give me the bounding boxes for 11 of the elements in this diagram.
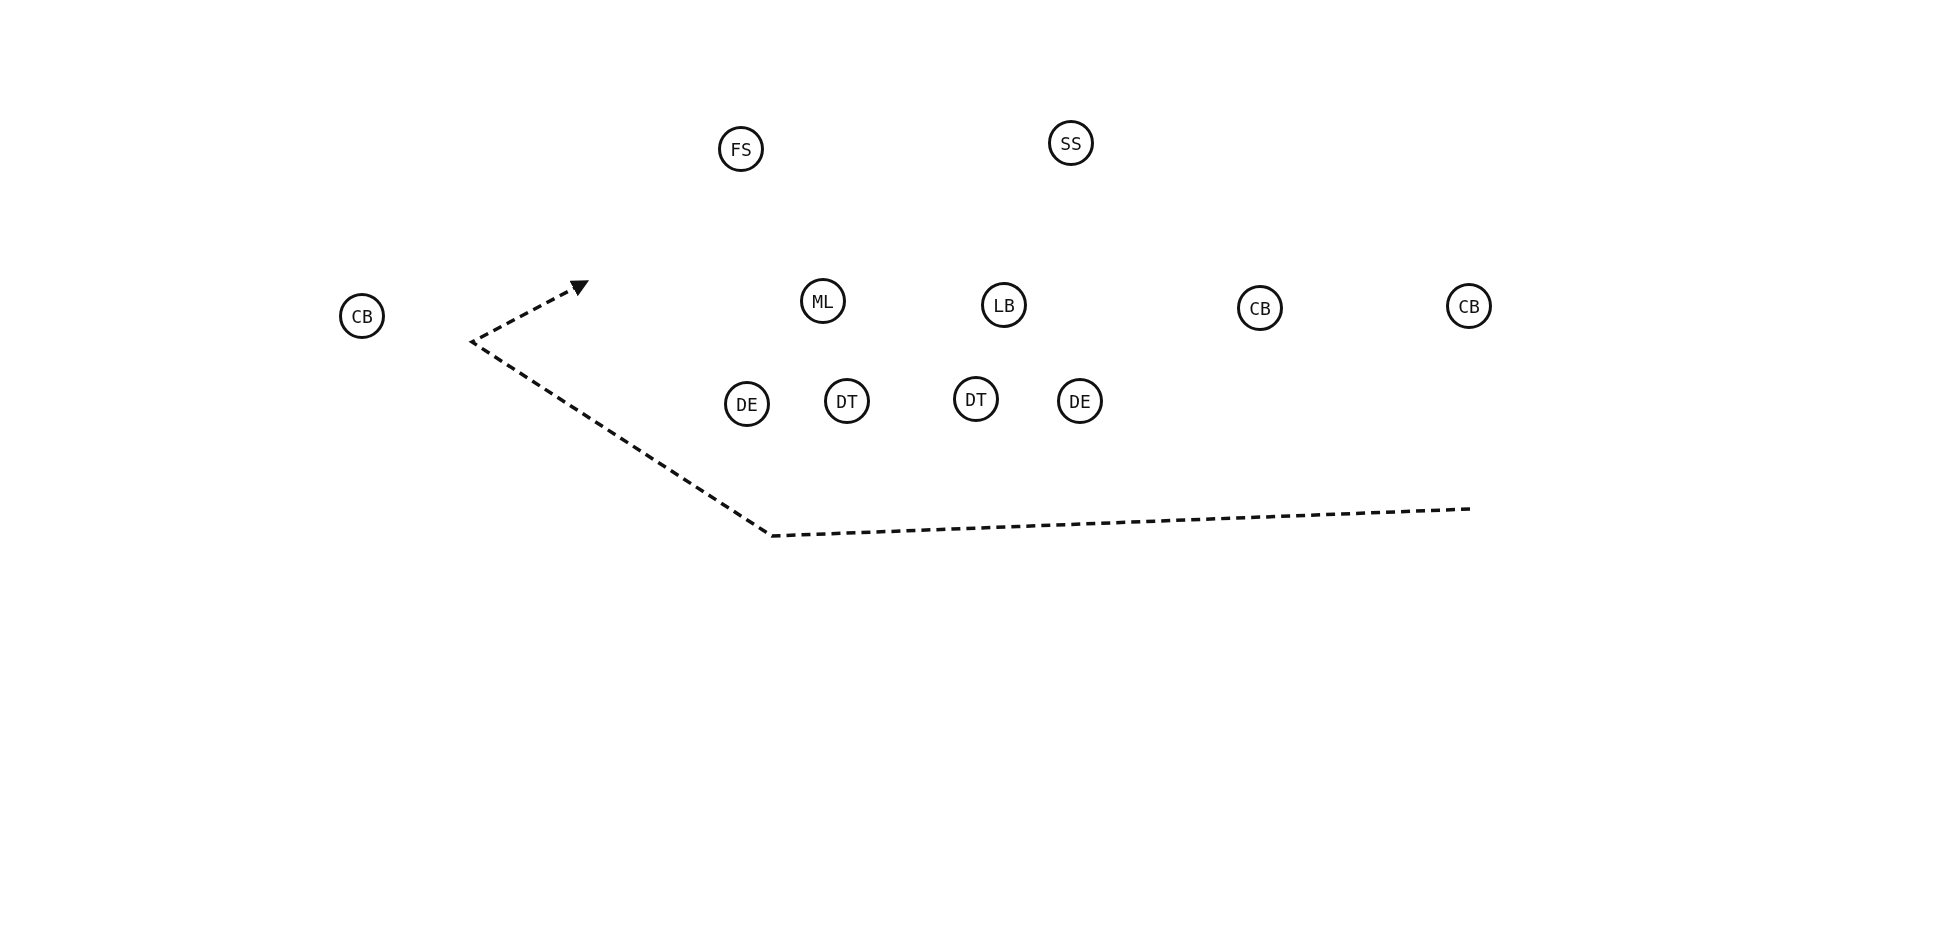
player-circle: CB	[1446, 283, 1492, 329]
player-circle: ML	[800, 278, 846, 324]
player-circle: SS	[1048, 120, 1094, 166]
player-circle: FS	[718, 126, 764, 172]
player-circle: DT	[953, 376, 999, 422]
player-circle: DE	[724, 381, 770, 427]
player-circle: CB	[1237, 285, 1283, 331]
player-circle: DT	[824, 378, 870, 424]
player-circle: CB	[339, 293, 385, 339]
player-circle: DE	[1057, 378, 1103, 424]
player-circle: LB	[981, 282, 1027, 328]
